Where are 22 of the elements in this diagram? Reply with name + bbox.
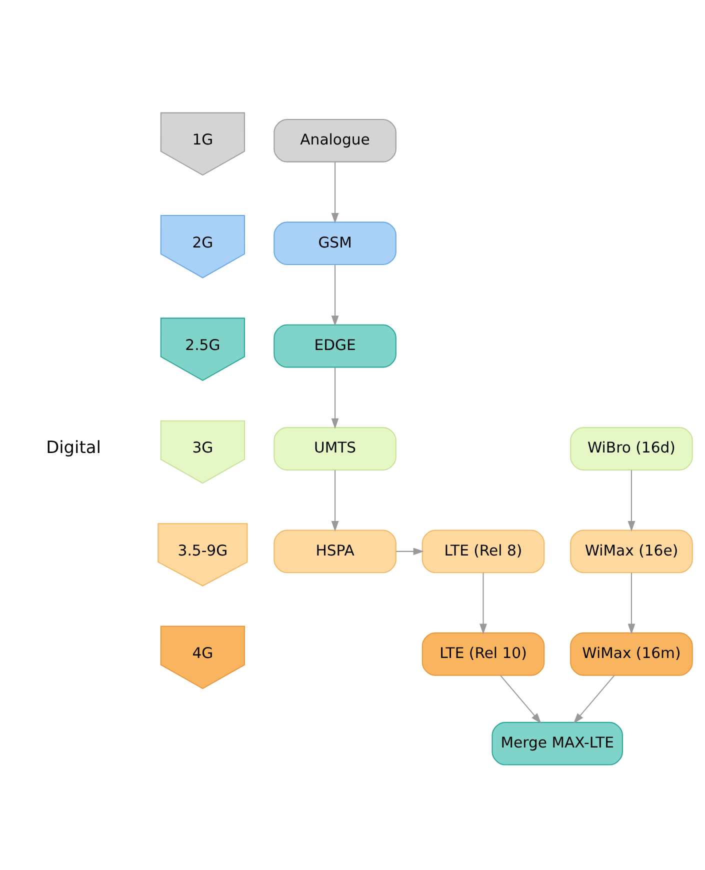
node-box: Merge MAX-LTE <box>492 721 623 765</box>
node-box: WiMax (16e) <box>570 529 693 573</box>
node-box: LTE (Rel 10) <box>422 632 545 676</box>
label: Digital <box>46 436 101 456</box>
arrow <box>628 572 636 634</box>
arrow <box>480 572 487 634</box>
node-box: WiBro (16d) <box>570 426 693 470</box>
node-box: Analogue <box>274 118 396 162</box>
arrow <box>396 547 424 555</box>
node-box: EDGE <box>274 324 396 368</box>
node-box: WiMax (16m) <box>570 632 693 676</box>
node-box: LTE (Rel 8) <box>422 529 545 573</box>
node-box: UMTS <box>274 426 396 470</box>
arrow <box>628 470 636 532</box>
arrow <box>331 162 339 224</box>
arrow <box>573 674 615 724</box>
node-box: HSPA <box>274 529 396 573</box>
arrow <box>331 264 339 326</box>
arrow <box>331 366 339 428</box>
arrow <box>500 674 542 724</box>
arrow <box>331 470 339 532</box>
node-box: GSM <box>274 221 396 265</box>
